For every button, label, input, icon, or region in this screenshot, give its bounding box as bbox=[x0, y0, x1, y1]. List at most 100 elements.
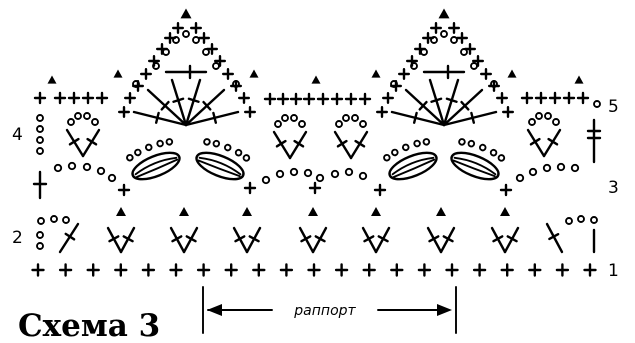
stem-bar-mark bbox=[547, 137, 559, 146]
chain-stitch-symbol bbox=[67, 161, 77, 171]
chain-stitch-symbol bbox=[391, 148, 399, 157]
single-crochet-symbol bbox=[214, 55, 226, 67]
chain-stitch-symbol bbox=[212, 139, 221, 148]
chain-stitch-symbol bbox=[152, 62, 160, 70]
double-crochet-symbol bbox=[442, 88, 484, 127]
stem-bar-mark bbox=[275, 139, 287, 148]
single-crochet-symbol bbox=[58, 263, 73, 277]
double-crochet-symbol bbox=[106, 226, 123, 254]
stem-bar-mark bbox=[314, 235, 326, 243]
chain-stitch-symbol bbox=[172, 36, 180, 44]
single-crochet-symbol bbox=[562, 91, 576, 105]
double-crochet-symbol bbox=[349, 130, 369, 160]
stem-bar-mark bbox=[428, 235, 440, 243]
row-2-fans bbox=[36, 207, 598, 254]
picot-triangle-symbol bbox=[308, 207, 318, 216]
chain-stitch-symbol bbox=[570, 163, 580, 173]
chain-stitch-symbol bbox=[36, 125, 44, 133]
single-crochet-symbol bbox=[238, 92, 250, 104]
single-crochet-symbol bbox=[456, 32, 468, 44]
picot-triangle-symbol bbox=[507, 69, 517, 78]
single-crochet-symbol bbox=[534, 91, 548, 105]
single-crochet-symbol bbox=[398, 68, 410, 80]
single-crochet-symbol bbox=[576, 91, 590, 105]
chain-stitch-symbol bbox=[460, 48, 468, 56]
double-crochet-symbol bbox=[58, 222, 80, 254]
stem-bar-mark bbox=[160, 100, 170, 111]
picot-triangle-symbol bbox=[311, 75, 321, 84]
chain-stitch-symbol bbox=[556, 162, 566, 172]
row-number-4: 4 bbox=[12, 125, 23, 145]
repeat-left-arrowhead bbox=[207, 304, 222, 316]
single-crochet-symbol bbox=[263, 92, 277, 106]
stem-bar-mark bbox=[122, 235, 134, 243]
stem-bar-mark bbox=[86, 137, 98, 146]
double-crochet-symbol bbox=[232, 226, 249, 254]
double-crochet-symbol bbox=[442, 110, 498, 127]
chain-stitch-symbol bbox=[234, 148, 243, 157]
chain-stitch-symbol bbox=[232, 80, 240, 88]
stem-bar-mark bbox=[187, 97, 200, 103]
double-crochet-symbol bbox=[81, 128, 101, 158]
shell-cluster bbox=[450, 138, 506, 181]
single-crochet-symbol bbox=[376, 106, 388, 118]
single-crochet-symbol bbox=[276, 92, 290, 106]
single-crochet-symbol bbox=[362, 263, 376, 277]
chain-stitch-symbol bbox=[126, 153, 134, 162]
picot-triangle-symbol bbox=[116, 207, 126, 216]
single-crochet-symbol bbox=[81, 91, 95, 105]
chain-stitch-symbol bbox=[274, 120, 282, 128]
stem-bar-mark bbox=[377, 235, 389, 243]
double-crochet-symbol bbox=[65, 128, 85, 158]
single-crochet-symbol bbox=[67, 91, 81, 105]
chain-stitch-symbol bbox=[344, 167, 354, 177]
single-crochet-symbol bbox=[344, 92, 358, 106]
chain-stitch-symbol bbox=[383, 153, 391, 162]
double-crochet-symbol bbox=[170, 78, 188, 127]
chain-stitch-symbol bbox=[134, 148, 142, 157]
stem-bar-mark bbox=[492, 235, 504, 243]
chain-stitch-symbol bbox=[202, 48, 210, 56]
shell-outline bbox=[195, 151, 245, 181]
chain-stitch-symbol bbox=[290, 114, 298, 122]
stem-bar-mark bbox=[212, 111, 218, 124]
chain-stitch-symbol bbox=[96, 166, 106, 176]
chain-stitch-symbol bbox=[83, 112, 91, 120]
chain-stitch-symbol bbox=[53, 163, 63, 173]
chain-stitch-symbol bbox=[467, 139, 476, 148]
stem-bar-mark bbox=[154, 111, 160, 124]
shell-cluster bbox=[126, 138, 181, 181]
chain-stitch-symbol bbox=[450, 36, 458, 44]
stem-bar-mark bbox=[234, 235, 246, 243]
shell-inner-line bbox=[134, 156, 178, 176]
stem-bar-mark bbox=[248, 235, 260, 243]
chain-stitch-symbol bbox=[528, 118, 536, 126]
stem-bar-mark bbox=[336, 139, 348, 148]
picot-triangle-symbol bbox=[574, 75, 584, 84]
double-crochet-symbol bbox=[442, 78, 460, 127]
double-crochet-symbol bbox=[542, 128, 562, 158]
shell-cluster bbox=[383, 138, 438, 181]
stem-bar-mark bbox=[171, 235, 183, 243]
stem-bar-mark bbox=[108, 235, 120, 243]
chain-stitch-symbol bbox=[458, 138, 466, 146]
shell-outline bbox=[450, 151, 500, 181]
single-crochet-symbol bbox=[244, 106, 256, 118]
stem-bar-mark bbox=[548, 233, 560, 241]
chain-stitch-symbol bbox=[410, 62, 418, 70]
stem-bar-mark bbox=[529, 137, 541, 146]
single-crochet-symbol bbox=[33, 91, 47, 105]
stem-bar-mark bbox=[202, 100, 212, 111]
picot-triangle-symbol bbox=[242, 207, 252, 216]
double-crochet-symbol bbox=[490, 226, 507, 254]
repeat-label: раппорт bbox=[293, 303, 356, 319]
single-crochet-symbol bbox=[53, 91, 67, 105]
stem-bar-mark bbox=[460, 100, 470, 111]
row-4-picot-fans bbox=[36, 112, 602, 164]
chain-stitch-symbol bbox=[275, 169, 285, 179]
single-crochet-symbol bbox=[190, 22, 202, 34]
single-crochet-symbol bbox=[198, 32, 210, 44]
single-crochet-symbol bbox=[141, 263, 156, 277]
stem-bar-mark bbox=[293, 139, 305, 148]
chain-stitch-symbol bbox=[50, 215, 58, 223]
